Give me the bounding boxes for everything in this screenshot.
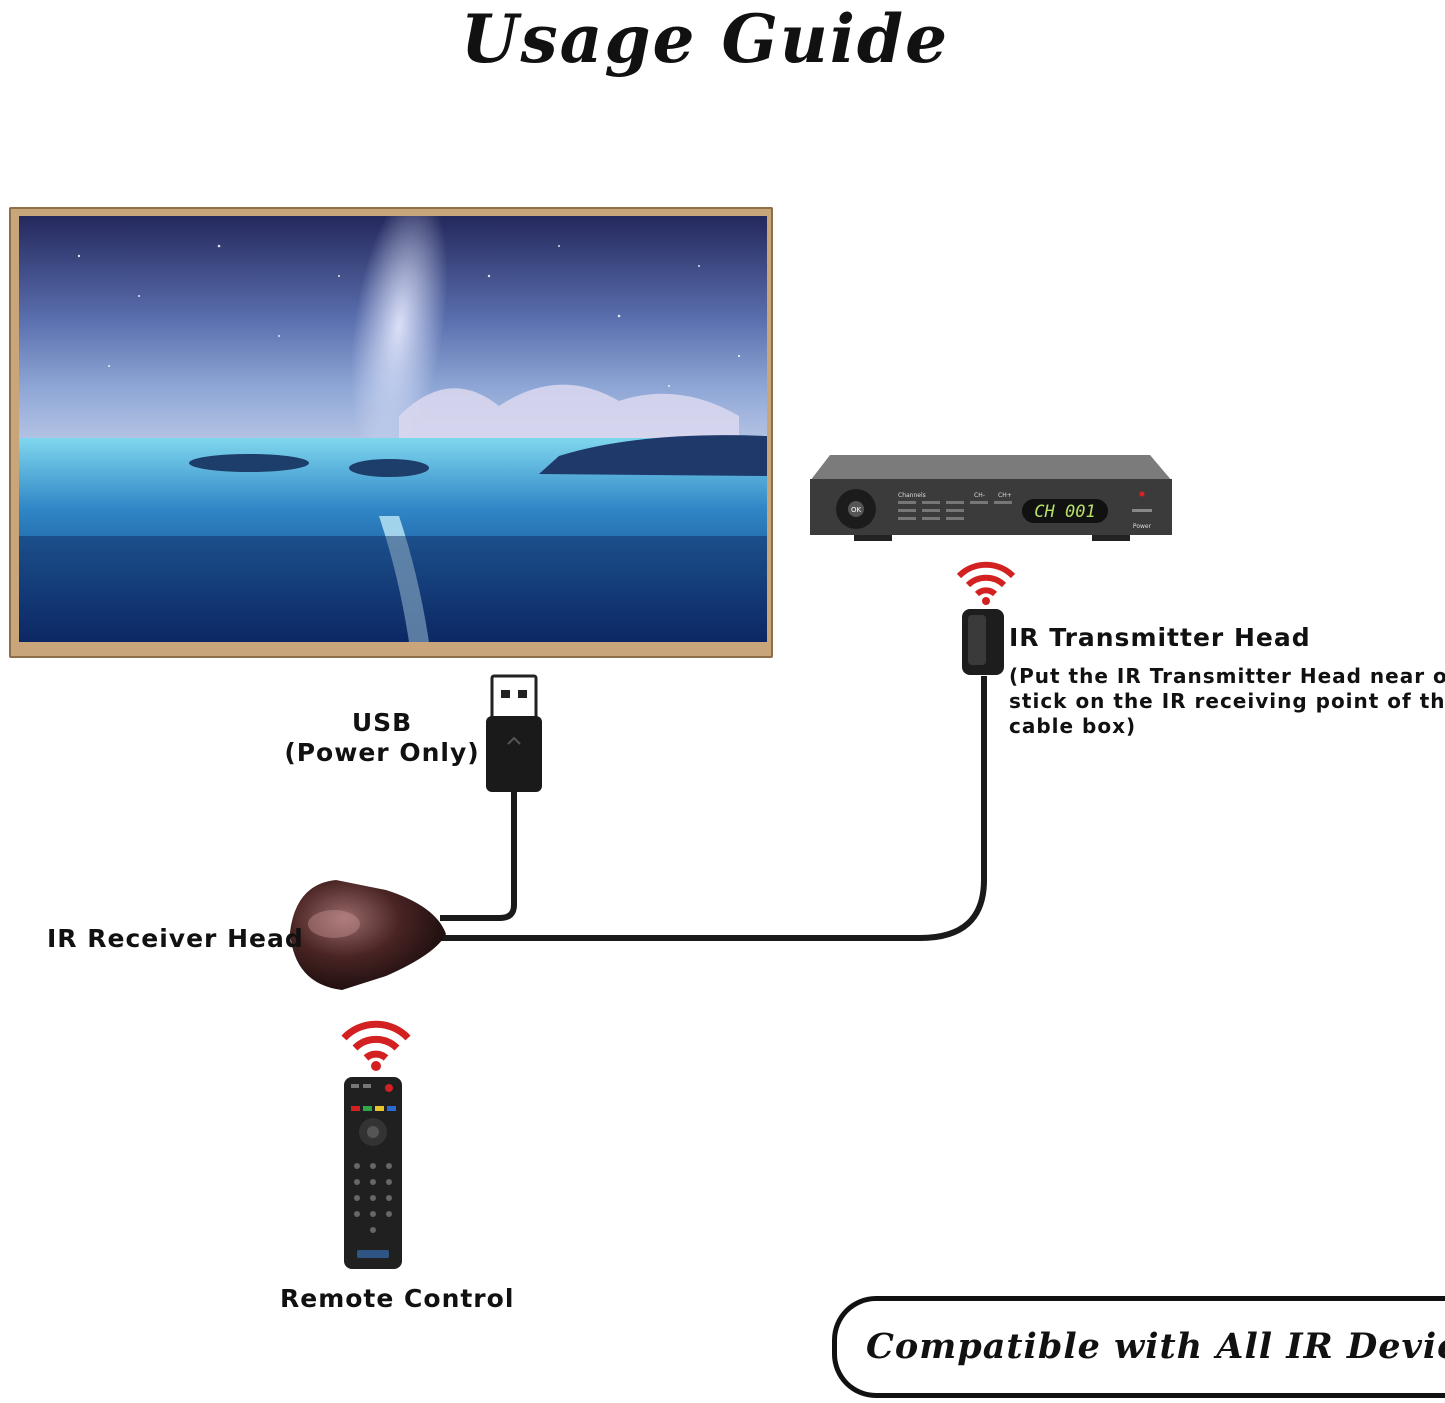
ch-minus-label: CH- — [974, 492, 985, 499]
usb-label-line: USB — [351, 708, 413, 737]
ok-label: OK — [851, 506, 862, 514]
cable-box-icon: OK Channels CH- CH+ CH 001 Power — [810, 455, 1172, 541]
ir-transmitter-note-line: cable box) — [1009, 714, 1137, 738]
remote-control-icon — [344, 1077, 402, 1269]
ir-receiver-icon — [290, 880, 446, 990]
channels-label: Channels — [898, 492, 926, 499]
ir-transmitter-note-line: (Put the IR Transmitter Head near or — [1009, 664, 1445, 688]
ir-transmitter-icon — [962, 609, 1004, 675]
usb-label: USB (Power Only) — [282, 708, 482, 768]
channel-display: CH 001 — [1034, 502, 1095, 522]
ir-transmitter-label: IR Transmitter Head — [1009, 623, 1311, 652]
ir-signal-icon — [341, 1020, 411, 1071]
ch-plus-label: CH+ — [998, 492, 1012, 499]
compatibility-badge — [832, 1296, 1445, 1398]
tv-screen-image — [19, 216, 767, 642]
ir-signal-icon — [956, 561, 1016, 605]
power-label: Power — [1133, 523, 1152, 530]
remote-control-label: Remote Control — [280, 1284, 515, 1313]
ir-receiver-label: IR Receiver Head — [47, 924, 304, 953]
ir-transmitter-note-line: stick on the IR receiving point of the — [1009, 689, 1445, 713]
page-title: Usage Guide — [460, 0, 950, 78]
compatibility-badge-text: Compatible with All IR Devices — [866, 1326, 1445, 1367]
usb-label-line: (Power Only) — [284, 738, 480, 767]
ir-transmitter-note: (Put the IR Transmitter Head near or sti… — [1009, 664, 1445, 739]
usb-plug-icon — [486, 674, 542, 792]
